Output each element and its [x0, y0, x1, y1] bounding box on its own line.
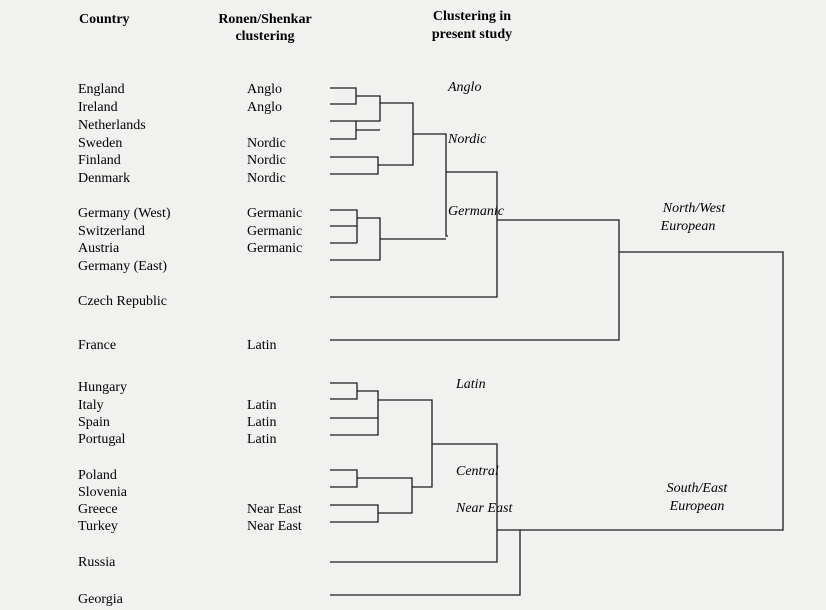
cluster-label-anglo: Anglo [447, 80, 481, 95]
country-label: Germany (East) [78, 259, 167, 274]
dendrogram-tree [330, 87, 784, 596]
branch-germanic-austria [330, 217, 381, 261]
branch-greece-turkey [330, 504, 379, 523]
country-label: Italy [78, 398, 104, 413]
cluster-label-south-east-line2: European [669, 499, 725, 514]
country-label: Sweden [78, 136, 122, 151]
branch-anglo-nordic [378, 102, 414, 166]
ronen-label: Latin [247, 415, 277, 430]
branch-root [520, 251, 784, 531]
branch-russia [330, 443, 498, 563]
header-ronen-line2: clustering [235, 29, 294, 44]
country-label: Turkey [78, 519, 118, 534]
cluster-label-south-east-line1: South/East [667, 481, 729, 496]
cluster-label-near-east: Near East [455, 501, 514, 516]
country-label: Ireland [78, 100, 118, 115]
branch-czech [330, 171, 498, 298]
ronen-label: Germanic [247, 241, 302, 256]
country-label: England [78, 82, 125, 97]
country-label: Poland [78, 468, 117, 483]
header-present-line1: Clustering in [433, 9, 511, 24]
country-label: Slovenia [78, 485, 128, 500]
cluster-label-north-west-line1: North/West [662, 201, 727, 216]
ronen-label: Nordic [247, 136, 286, 151]
branch-anglo-pair [356, 95, 381, 122]
country-label: France [78, 338, 116, 353]
ronen-label: Nordic [247, 171, 286, 186]
branch-north-west [330, 219, 620, 341]
country-label: Portugal [78, 432, 126, 447]
country-label: Denmark [78, 171, 130, 186]
country-label: Georgia [78, 592, 124, 607]
ronen-label: Nordic [247, 153, 286, 168]
country-label: Czech Republic [78, 294, 167, 309]
ronen-label: Germanic [247, 224, 302, 239]
ronen-label: Near East [247, 519, 302, 534]
country-label: Russia [78, 555, 116, 570]
header-present-line2: present study [432, 27, 512, 42]
country-label: Greece [78, 502, 118, 517]
country-label: Switzerland [78, 224, 145, 239]
branch-germany-switzerland [330, 209, 358, 227]
cluster-label-north-west-line2: European [660, 219, 716, 234]
header-ronen-line1: Ronen/Shenkar [218, 12, 311, 27]
country-label: Netherlands [78, 118, 146, 133]
country-label: Spain [78, 415, 110, 430]
branch-netherlands-sweden [330, 120, 357, 140]
ronen-label: Anglo [247, 82, 282, 97]
branch-georgia [330, 529, 521, 596]
cluster-label-latin: Latin [455, 377, 486, 392]
cluster-label-central: Central [456, 464, 499, 479]
branch-spain-portugal [330, 417, 379, 436]
ronen-label: Latin [247, 432, 277, 447]
cluster-label-germanic: Germanic [448, 204, 505, 219]
cluster-label-nordic: Nordic [447, 132, 487, 147]
country-label: Finland [78, 153, 121, 168]
header-country: Country [79, 12, 130, 27]
country-label: Hungary [78, 380, 127, 395]
branch-latin-central [378, 399, 433, 488]
country-label: Austria [78, 241, 120, 256]
country-label: Germany (West) [78, 206, 171, 221]
branch-hungary-italy [330, 382, 358, 400]
branch-central [357, 477, 413, 514]
branch-northern [413, 133, 448, 237]
branch-latin [357, 390, 379, 418]
ronen-label: Latin [247, 338, 277, 353]
branch-finland-denmark [330, 156, 379, 175]
branch-england-ireland [330, 87, 357, 105]
ronen-label: Germanic [247, 206, 302, 221]
branch-poland-slovenia [330, 469, 358, 488]
ronen-label: Anglo [247, 100, 282, 115]
ronen-label: Near East [247, 502, 302, 517]
ronen-label: Latin [247, 398, 277, 413]
